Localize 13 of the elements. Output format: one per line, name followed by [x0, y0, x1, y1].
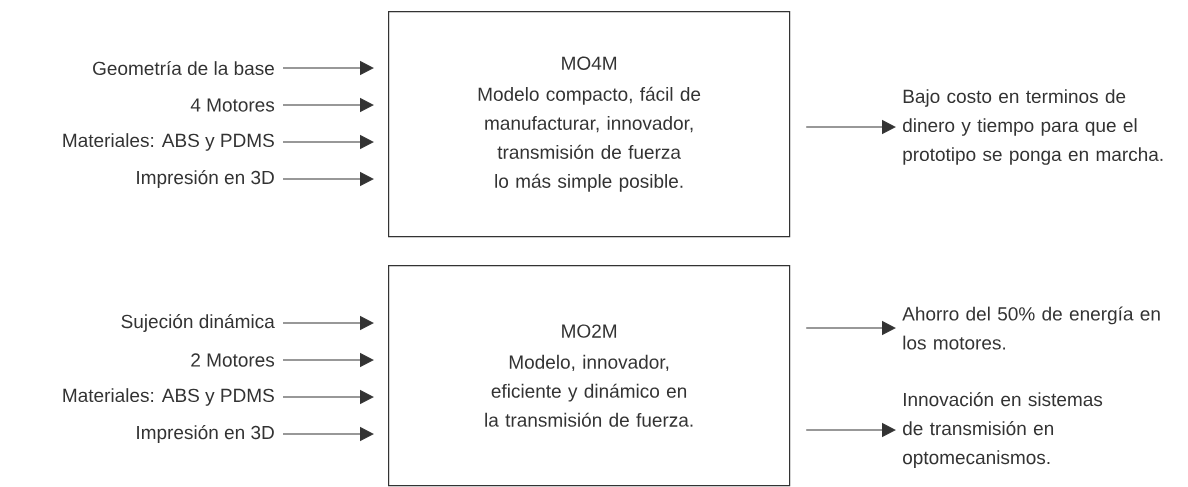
process-box: MO2M Modelo, innovador, eficiente y dinámico en la transmisión de fuerza.	[388, 265, 791, 487]
output-label: Ahorro del 50% de energía en los motores.	[902, 306, 1160, 350]
input-label: Materiales: ABS y PDMS	[63, 388, 274, 406]
input-label: 4 Motores	[190, 98, 275, 112]
input-label: Impresión en 3D	[137, 170, 274, 188]
input-label: Geometría de la base	[93, 60, 274, 76]
process-box: MO4M Modelo compacto, fácil de manufacturar, innovador, transmisión de fuerza lo más simple posible.	[388, 11, 791, 238]
input-label: Materiales: ABS y PDMS	[63, 133, 274, 151]
output-label: Bajo costo en terminos de dinero y tiempo para que el prototipo se ponga en marcha.	[903, 89, 1163, 165]
input-label: Impresión en 3D	[137, 425, 274, 443]
output-label: Innovación en sistemas de transmisión en optomecanismos.	[903, 392, 1103, 468]
input-label: Sujeción dinámica	[121, 314, 275, 332]
input-label: 2 Motores	[191, 353, 275, 367]
